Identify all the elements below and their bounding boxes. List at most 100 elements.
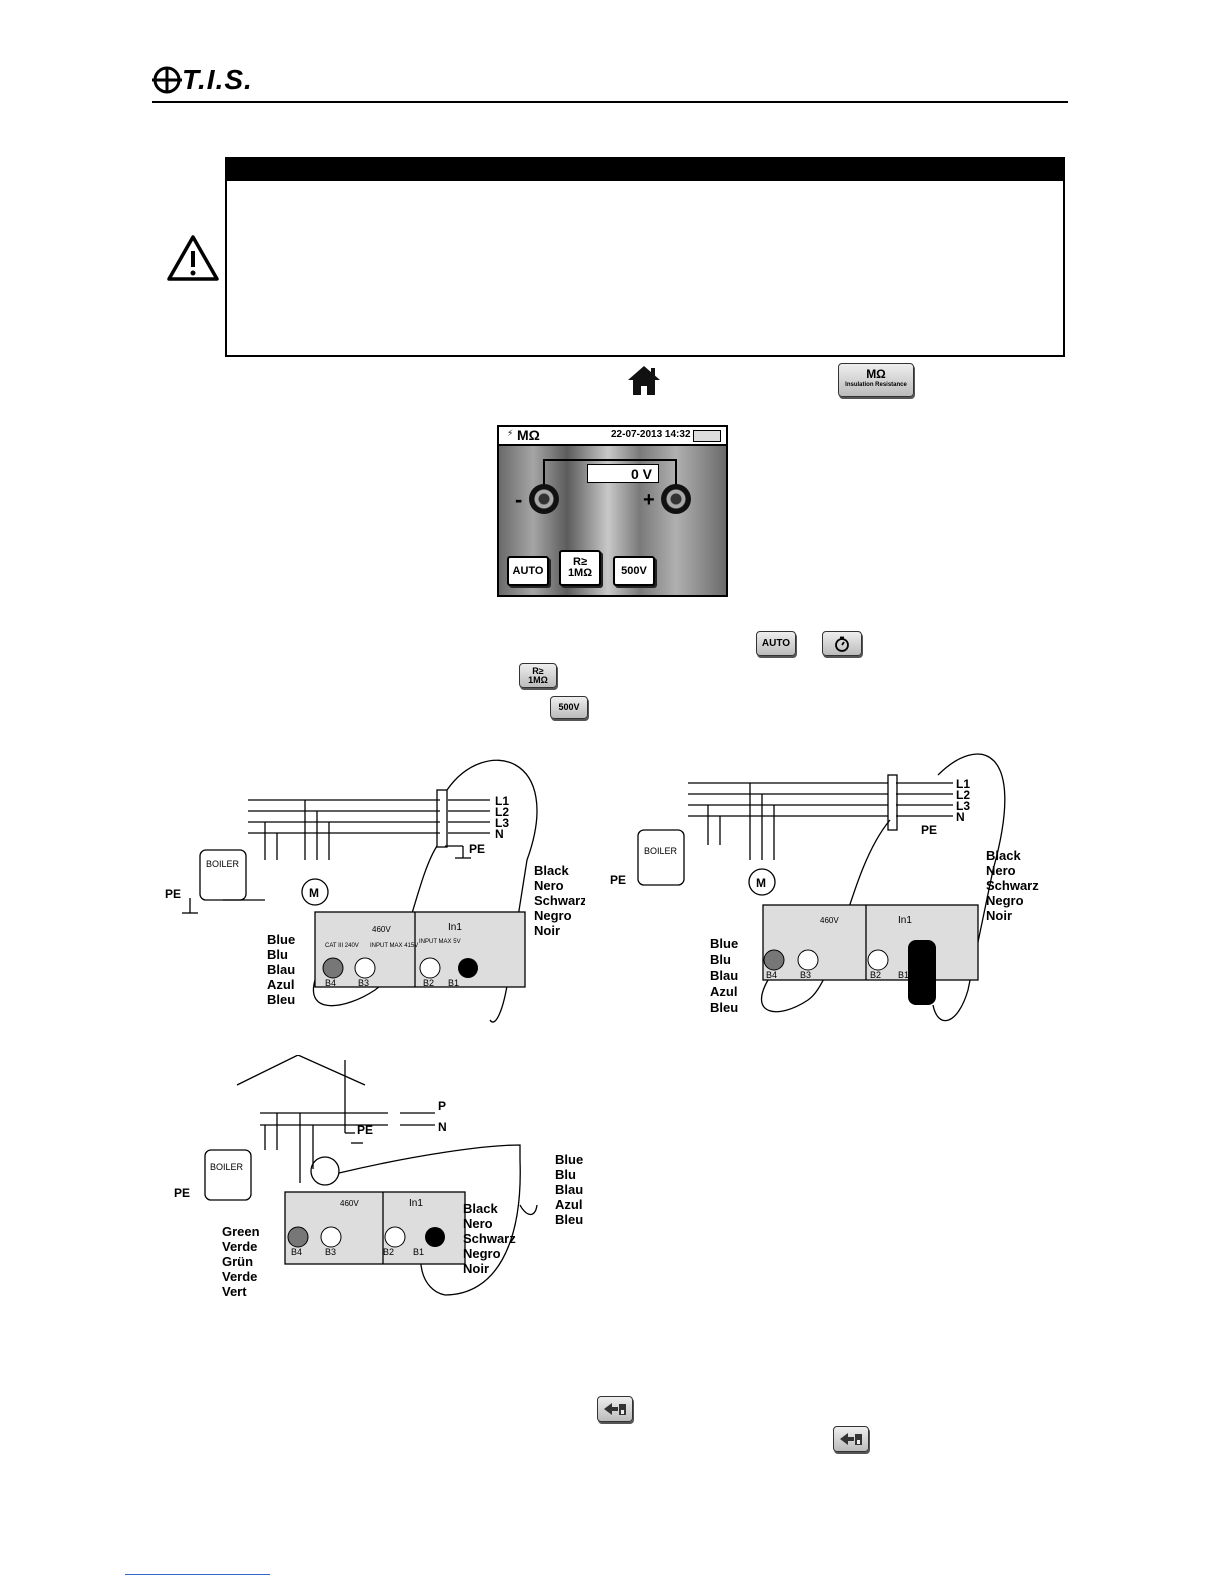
black-2: Nero bbox=[534, 878, 564, 893]
label-n-single: N bbox=[438, 1120, 447, 1134]
home-icon[interactable] bbox=[627, 364, 661, 396]
plus-jack bbox=[661, 484, 691, 514]
label-l3: L3 bbox=[495, 816, 509, 830]
minus-jack bbox=[529, 484, 559, 514]
panel-input1: INPUT MAX 415V bbox=[370, 943, 418, 949]
save-button-2[interactable] bbox=[833, 1426, 869, 1452]
plus-label: + bbox=[643, 489, 655, 511]
d2-black-2: Nero bbox=[986, 863, 1016, 878]
panel-in1: In1 bbox=[448, 922, 462, 933]
test-voltage-button[interactable]: 500V bbox=[550, 696, 588, 719]
d3-green-1: Green bbox=[222, 1224, 260, 1239]
label-pe-boiler-single: PE bbox=[174, 1186, 190, 1200]
bolt-icon: ⚡ bbox=[507, 428, 514, 438]
label-l1: L1 bbox=[495, 794, 509, 808]
d2-label-l3: L3 bbox=[956, 799, 970, 813]
blue-3: Blau bbox=[267, 962, 295, 977]
label-boiler-single: BOILER bbox=[210, 1162, 244, 1172]
diagram-single-phase: P N PE PE BOILER Black Nero Schwarz Negr… bbox=[174, 1055, 583, 1299]
instrument-screen: ⚡ MΩ 22-07-2013 14:32 0 V - + AUTO R≥ 1M… bbox=[497, 425, 728, 597]
footer-link-underline bbox=[125, 1574, 270, 1575]
label-boiler: BOILER bbox=[206, 859, 240, 869]
d3-green-5: Vert bbox=[222, 1284, 247, 1299]
label-p: P bbox=[438, 1099, 446, 1113]
save-icon bbox=[604, 1403, 626, 1415]
screen-datetime: 22-07-2013 14:32 bbox=[611, 429, 691, 440]
save-icon bbox=[840, 1433, 862, 1445]
black-1: Black bbox=[534, 863, 569, 878]
d3-black-3: Schwarz bbox=[463, 1231, 516, 1246]
d2-blue-3: Blau bbox=[710, 968, 738, 983]
company-logo: T.I.S. bbox=[152, 62, 267, 98]
r-threshold-top: R≥ bbox=[532, 665, 544, 676]
d2-terminal-b2: B2 bbox=[870, 970, 881, 980]
warning-icon bbox=[167, 235, 219, 281]
d2-blue-5: Bleu bbox=[710, 1000, 738, 1015]
warning-box-header bbox=[227, 159, 1063, 181]
warning-box bbox=[225, 157, 1065, 357]
d3-black-2: Nero bbox=[463, 1216, 493, 1231]
panel-cat: CAT III 240V bbox=[325, 943, 359, 949]
d3-green-4: Verde bbox=[222, 1269, 257, 1284]
screen-circuit bbox=[543, 459, 677, 497]
d3-terminal-b4: B4 bbox=[291, 1247, 302, 1257]
d3-blue-2: Blu bbox=[555, 1167, 576, 1182]
d3-blue-1: Blue bbox=[555, 1152, 583, 1167]
crosshair-logo-icon bbox=[152, 66, 182, 94]
label-motor: M bbox=[309, 886, 319, 900]
panel-input2: INPUT MAX 5V bbox=[419, 939, 461, 945]
label-pe: PE bbox=[469, 842, 485, 856]
d3-panel-in1: In1 bbox=[409, 1198, 423, 1209]
diagram-three-phase-black-blue: L1 L2 L3 N PE PE BOILER M Black Nero Sch… bbox=[165, 759, 585, 1023]
minus-label: - bbox=[515, 487, 523, 512]
d2-blue-1: Blue bbox=[710, 936, 738, 951]
r-threshold-bottom: 1MΩ bbox=[528, 674, 548, 685]
d3-green-2: Verde bbox=[222, 1239, 257, 1254]
terminal-b2: B2 bbox=[423, 978, 434, 988]
terminal-b3: B3 bbox=[358, 978, 369, 988]
battery-icon bbox=[693, 430, 721, 442]
d3-blue-5: Bleu bbox=[555, 1212, 583, 1227]
screen-title: MΩ bbox=[517, 427, 540, 443]
r-threshold-button[interactable]: R≥ 1MΩ bbox=[519, 663, 557, 688]
d2-black-1: Black bbox=[986, 848, 1021, 863]
screen-r-button[interactable]: R≥ 1MΩ bbox=[559, 550, 601, 586]
label-pe-boiler: PE bbox=[165, 887, 181, 901]
black-4: Negro bbox=[534, 908, 572, 923]
d3-terminal-b3: B3 bbox=[325, 1247, 336, 1257]
black-5: Noir bbox=[534, 923, 560, 938]
timer-icon bbox=[835, 636, 849, 652]
screen-auto-button[interactable]: AUTO bbox=[507, 556, 549, 586]
terminal-b1: B1 bbox=[448, 978, 459, 988]
insulation-caption: Insulation Resistance bbox=[845, 382, 907, 388]
label-l2: L2 bbox=[495, 805, 509, 819]
timer-button[interactable] bbox=[822, 631, 862, 656]
blue-2: Blu bbox=[267, 947, 288, 962]
screen-r-bottom: 1MΩ bbox=[567, 567, 593, 579]
d3-terminal-b2: B2 bbox=[383, 1247, 394, 1257]
auto-button[interactable]: AUTO bbox=[756, 631, 796, 656]
d3-green-3: Grün bbox=[222, 1254, 253, 1269]
screen-voltage-button[interactable]: 500V bbox=[613, 556, 655, 586]
insulation-resistance-button[interactable]: MΩ Insulation Resistance bbox=[838, 363, 914, 397]
label-pe-single: PE bbox=[357, 1123, 373, 1137]
d3-terminal-b1: B1 bbox=[413, 1247, 424, 1257]
blue-5: Bleu bbox=[267, 992, 295, 1007]
diagram-three-phase-plug: L1 L2 L3 N PE PE BOILER M Black Nero Sch… bbox=[610, 753, 1039, 1022]
blue-4: Azul bbox=[267, 977, 294, 992]
d3-black-4: Negro bbox=[463, 1246, 501, 1261]
panel-warn: 460V bbox=[372, 925, 391, 934]
screen-r-top: R≥ bbox=[573, 556, 587, 568]
d2-panel-in1: In1 bbox=[898, 915, 912, 926]
d3-black-1: Black bbox=[463, 1201, 498, 1216]
d2-blue-4: Azul bbox=[710, 984, 737, 999]
d3-blue-3: Blau bbox=[555, 1182, 583, 1197]
screen-status-bar: ⚡ MΩ 22-07-2013 14:32 bbox=[499, 427, 726, 446]
d2-label-pe: PE bbox=[921, 823, 937, 837]
d2-black-4: Negro bbox=[986, 893, 1024, 908]
d3-black-5: Noir bbox=[463, 1261, 489, 1276]
d3-blue-4: Azul bbox=[555, 1197, 582, 1212]
save-button-1[interactable] bbox=[597, 1396, 633, 1422]
insulation-symbol: MΩ bbox=[866, 367, 886, 381]
d3-panel-warn: 460V bbox=[340, 1199, 359, 1208]
